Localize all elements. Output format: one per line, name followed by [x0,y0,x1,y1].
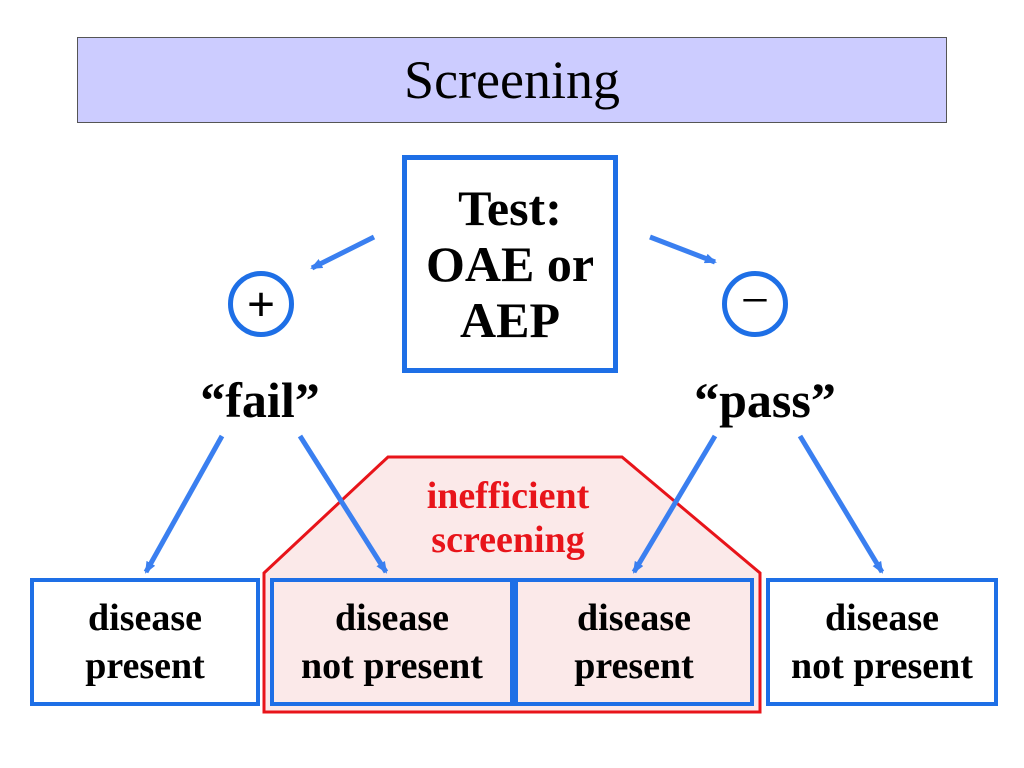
result-line-2: not present [301,645,483,687]
test-line-1: Test: [458,180,562,236]
minus-symbol: − [740,272,770,328]
result-box-false-negative: disease present [514,578,754,706]
result-line-1: disease [335,597,449,639]
result-line-2: present [85,645,205,687]
test-line-2: OAE or [425,236,595,292]
pass-label: “pass” [694,372,836,428]
negative-result-circle: − [722,271,788,337]
positive-result-circle: + [228,271,294,337]
test-line-3: AEP [460,292,560,348]
arrow-to-negative [649,234,717,265]
result-box-false-positive: disease not present [270,578,514,706]
arrow-to-positive [310,234,376,271]
result-line-1: disease [825,597,939,639]
arrow-fail-to-disease-present [143,434,225,574]
arrow-pass-to-disease-not-present [797,434,885,574]
result-line-2: not present [791,645,973,687]
inefficient-screening-label: inefficient screening [388,474,628,562]
inefficient-line-1: inefficient [426,475,590,517]
plus-symbol: + [246,276,276,332]
slide-title: Screening [404,50,620,110]
arrow-pass-to-disease-present [631,434,718,574]
result-line-1: disease [577,597,691,639]
fail-label: “fail” [200,372,320,428]
title-bar: Screening [77,37,947,123]
result-box-true-negative: disease not present [766,578,998,706]
result-box-true-positive: disease present [30,578,260,706]
result-line-1: disease [88,597,202,639]
test-box: Test: OAE or AEP [402,155,618,373]
arrow-fail-to-disease-not-present [297,434,389,574]
result-line-2: present [574,645,694,687]
inefficient-line-2: screening [431,519,585,561]
